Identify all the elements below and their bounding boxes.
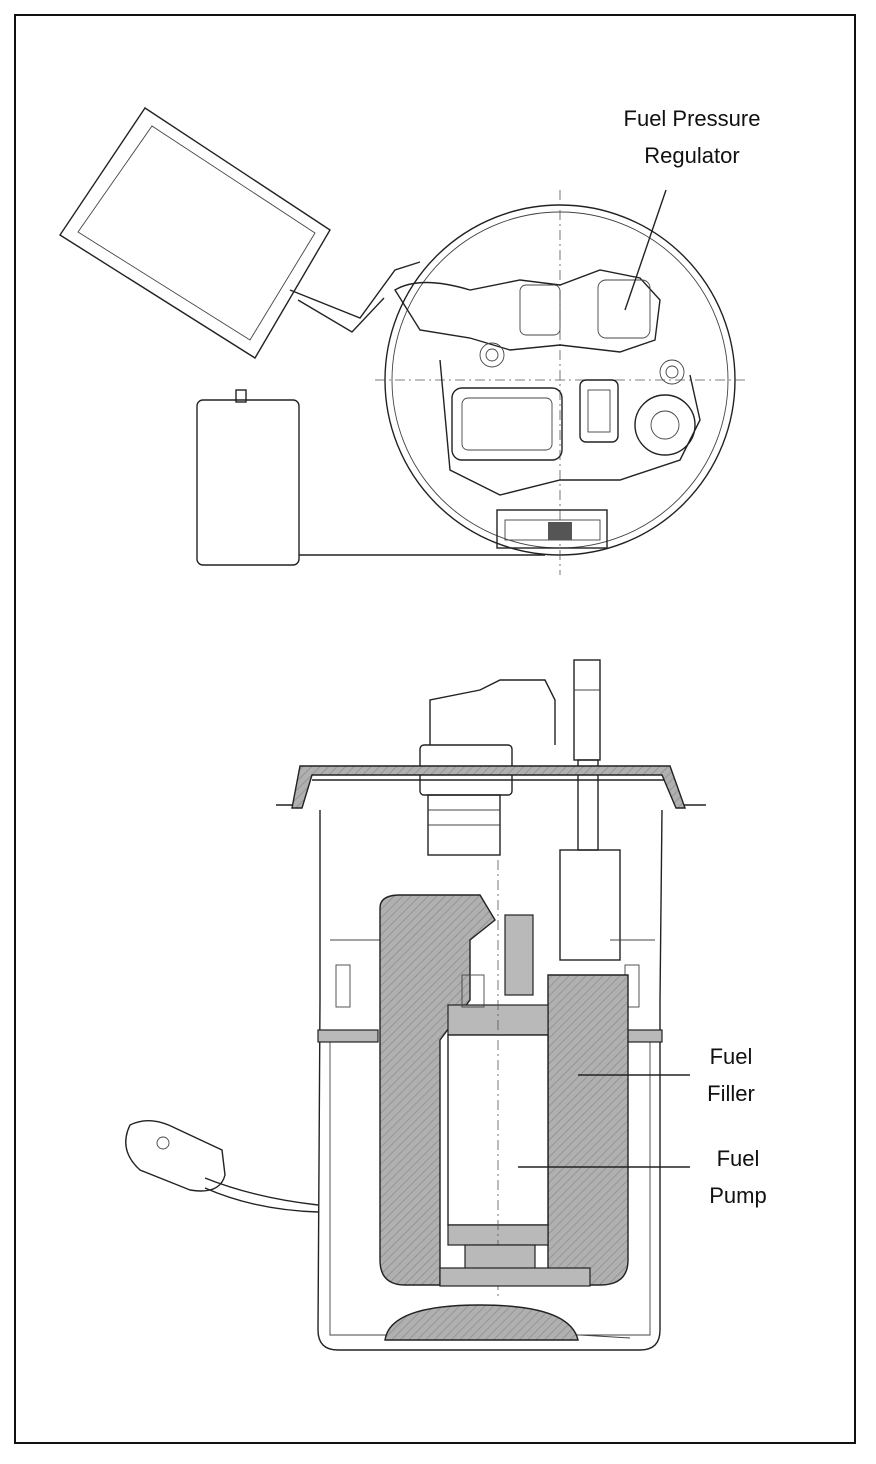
bottom-bracket (496, 509, 608, 549)
fuel-pump (439, 860, 591, 1300)
filler-label-line1: Fuel (710, 1044, 753, 1069)
float-plate (59, 107, 421, 359)
bottom-strainer (384, 1304, 579, 1341)
pump-label-line1: Fuel (717, 1146, 760, 1171)
fuel-filler-right (547, 974, 629, 1286)
regulator-label-line1: Fuel Pressure (624, 106, 761, 131)
regulator-label-line2: Regulator (644, 143, 739, 168)
float (125, 1120, 319, 1213)
flange-rim (276, 765, 706, 809)
side-canister (196, 389, 545, 566)
pressure-regulator (394, 269, 685, 385)
regulator-leader-line (624, 189, 667, 311)
top-view: Fuel Pressure Regulator (59, 106, 761, 575)
fuel-filler-left (379, 894, 496, 1286)
section-view: Fuel Filler Fuel Pump (125, 659, 767, 1351)
pump-label-line2: Pump (709, 1183, 766, 1208)
outlet-pipe (559, 659, 621, 961)
filler-label-line2: Filler (707, 1081, 755, 1106)
connector-assembly (439, 359, 701, 496)
